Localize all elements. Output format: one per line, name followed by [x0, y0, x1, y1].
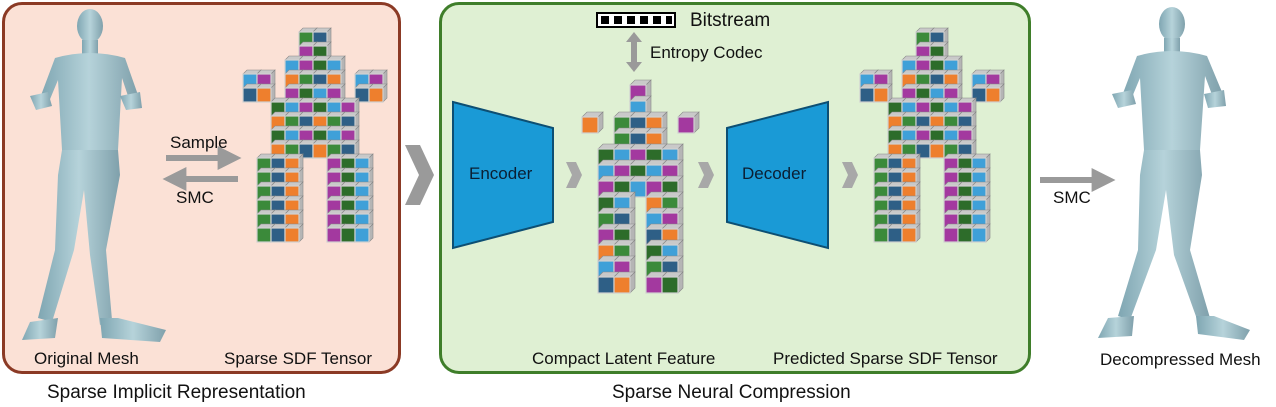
latent-voxel-grid	[581, 79, 700, 294]
sparse-sdf-voxel-grid	[242, 27, 388, 243]
encoder-label: Encoder	[469, 164, 533, 183]
middle-panel-title: Sparse Neural Compression	[612, 382, 851, 403]
predicted-sdf-label: Predicted Sparse SDF Tensor	[773, 349, 998, 368]
original-mesh-label: Original Mesh	[34, 349, 139, 368]
decoder-label: Decoder	[742, 164, 807, 183]
encoder-to-latent-arrow	[566, 162, 582, 188]
decoder-to-predicted-arrow	[842, 162, 858, 188]
sample-label: Sample	[170, 133, 228, 152]
sparse-sdf-label: Sparse SDF Tensor	[224, 349, 373, 368]
entropy-codec-label: Entropy Codec	[650, 43, 763, 62]
latent-to-decoder-arrow	[698, 162, 714, 188]
decoder-block	[726, 100, 829, 250]
original-mesh-figure	[22, 9, 166, 342]
encoder-block	[452, 100, 554, 250]
bitstream-icon	[596, 12, 676, 28]
bitstream-label: Bitstream	[690, 10, 771, 31]
decompressed-mesh-figure	[1098, 7, 1250, 340]
compact-latent-label: Compact Latent Feature	[532, 349, 716, 368]
predicted-sdf-voxel-grid	[859, 27, 1005, 243]
decompressed-mesh-label: Decompressed Mesh	[1100, 350, 1261, 369]
smc-right-label: SMC	[1053, 188, 1091, 207]
left-panel-title: Sparse Implicit Representation	[47, 382, 306, 403]
smc-left-label: SMC	[176, 188, 214, 207]
panel-transition-arrow	[405, 145, 434, 205]
